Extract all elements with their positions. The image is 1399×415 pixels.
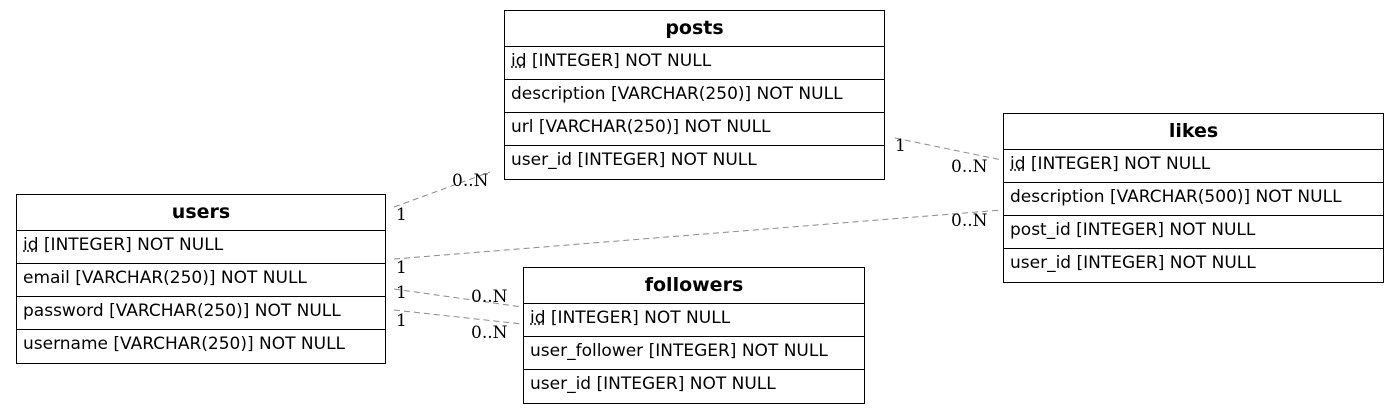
field-name: user_follower (530, 341, 644, 361)
card-posts-likes-from: 1 (895, 136, 906, 156)
field-type: [VARCHAR(500)] NOT NULL (1109, 187, 1342, 207)
field-type: [INTEGER] NOT NULL (596, 374, 776, 394)
field-row: user_id [INTEGER] NOT NULL (505, 146, 884, 179)
edge-posts-likes (894, 137, 1003, 161)
field-type: [VARCHAR(250)] NOT NULL (75, 268, 307, 288)
primary-key-name: id (530, 308, 546, 328)
card-users-followers-2-from: 1 (396, 311, 407, 331)
field-type: [INTEGER] NOT NULL (648, 341, 828, 361)
field-row: description [VARCHAR(250)] NOT NULL (505, 80, 884, 113)
entity-posts[interactable]: posts id [INTEGER] NOT NULL description … (504, 10, 885, 180)
card-users-likes-from: 1 (396, 258, 407, 278)
entity-title: likes (1004, 114, 1383, 150)
field-type: [INTEGER] NOT NULL (577, 150, 757, 170)
card-posts-likes-to: 0..N (951, 157, 988, 177)
field-type: [INTEGER] NOT NULL (550, 308, 731, 328)
entity-followers[interactable]: followers id [INTEGER] NOT NULL user_fol… (523, 267, 865, 404)
field-row: user_id [INTEGER] NOT NULL (524, 370, 864, 403)
field-type: [INTEGER] NOT NULL (1076, 220, 1256, 240)
edge-users-likes (393, 209, 1003, 260)
field-name: user_id (530, 374, 592, 394)
field-type: [INTEGER] NOT NULL (531, 51, 712, 71)
card-users-likes-to: 0..N (951, 211, 988, 231)
card-users-posts-to: 0..N (452, 171, 489, 191)
field-name: user_id (1010, 253, 1072, 273)
card-users-followers-1-to: 0..N (471, 287, 508, 307)
primary-key-name: id (23, 235, 39, 255)
card-users-followers-1-from: 1 (396, 283, 407, 303)
primary-key-name: id (511, 51, 527, 71)
field-row: post_id [INTEGER] NOT NULL (1004, 216, 1383, 249)
field-type: [VARCHAR(250)] NOT NULL (113, 334, 346, 354)
field-name: description (511, 84, 606, 104)
card-users-posts-from: 1 (396, 205, 407, 225)
field-name: username (23, 334, 108, 354)
field-row: id [INTEGER] NOT NULL (505, 47, 884, 80)
field-row: user_id [INTEGER] NOT NULL (1004, 249, 1383, 282)
field-type: [VARCHAR(250)] NOT NULL (109, 301, 341, 321)
edge-users-posts (393, 171, 491, 208)
field-type: [INTEGER] NOT NULL (1030, 154, 1211, 174)
field-name: description (1010, 187, 1105, 207)
field-row: username [VARCHAR(250)] NOT NULL (17, 330, 385, 363)
entity-title: posts (505, 11, 884, 47)
field-row: user_follower [INTEGER] NOT NULL (524, 337, 864, 370)
field-row: id [INTEGER] NOT NULL (524, 304, 864, 337)
field-row: description [VARCHAR(500)] NOT NULL (1004, 183, 1383, 216)
field-name: password (23, 301, 104, 321)
field-name: email (23, 268, 70, 288)
field-row: email [VARCHAR(250)] NOT NULL (17, 264, 385, 297)
entity-title: users (17, 195, 385, 231)
edge-users-followers-email (393, 288, 523, 308)
field-name: post_id (1010, 220, 1071, 240)
field-row: id [INTEGER] NOT NULL (17, 231, 385, 264)
primary-key-name: id (1010, 154, 1026, 174)
field-type: [VARCHAR(250)] NOT NULL (610, 84, 843, 104)
entity-likes[interactable]: likes id [INTEGER] NOT NULL description … (1003, 113, 1384, 283)
field-type: [INTEGER] NOT NULL (1076, 253, 1256, 273)
field-name: user_id (511, 150, 573, 170)
field-row: id [INTEGER] NOT NULL (1004, 150, 1383, 183)
entity-title: followers (524, 268, 864, 304)
field-type: [INTEGER] NOT NULL (43, 235, 224, 255)
field-row: url [VARCHAR(250)] NOT NULL (505, 113, 884, 146)
card-users-followers-2-to: 0..N (471, 323, 508, 343)
field-type: [VARCHAR(250)] NOT NULL (538, 117, 771, 137)
field-row: password [VARCHAR(250)] NOT NULL (17, 297, 385, 330)
field-name: url (511, 117, 534, 137)
edge-users-followers-password (393, 309, 523, 325)
entity-users[interactable]: users id [INTEGER] NOT NULL email [VARCH… (16, 194, 386, 364)
